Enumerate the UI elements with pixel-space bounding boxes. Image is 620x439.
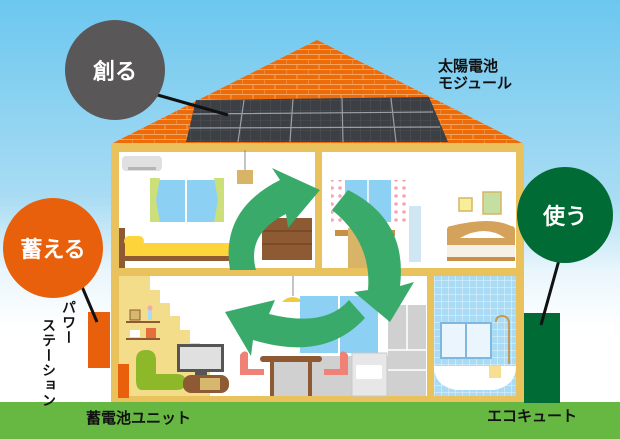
store-label: 蓄える bbox=[20, 238, 86, 263]
solar-module-line2: モジュール bbox=[438, 74, 512, 93]
power-station-line1: パワー bbox=[60, 300, 76, 345]
arrow-store-to-use bbox=[332, 190, 414, 322]
power-station-line2: ステーション bbox=[40, 318, 56, 408]
create-label: 創る bbox=[92, 60, 137, 85]
power-station-unit bbox=[88, 312, 110, 368]
use-circle: 使う bbox=[517, 167, 613, 263]
ground-bar bbox=[0, 402, 620, 439]
arrow-use-to-create bbox=[225, 300, 365, 356]
ecocute-unit bbox=[524, 313, 560, 403]
solar-module-label: 太陽電池 モジュール bbox=[438, 57, 512, 93]
store-circle: 蓄える bbox=[3, 198, 103, 298]
solar-panel bbox=[186, 97, 448, 142]
create-circle: 創る bbox=[65, 20, 165, 120]
battery-unit-label: 蓄電池ユニット bbox=[86, 409, 192, 427]
arrow-create-to-store bbox=[228, 168, 320, 270]
ecocute-label: エコキュート bbox=[487, 407, 578, 425]
solar-module-line1: 太陽電池 bbox=[438, 57, 499, 75]
use-label: 使う bbox=[542, 205, 587, 230]
